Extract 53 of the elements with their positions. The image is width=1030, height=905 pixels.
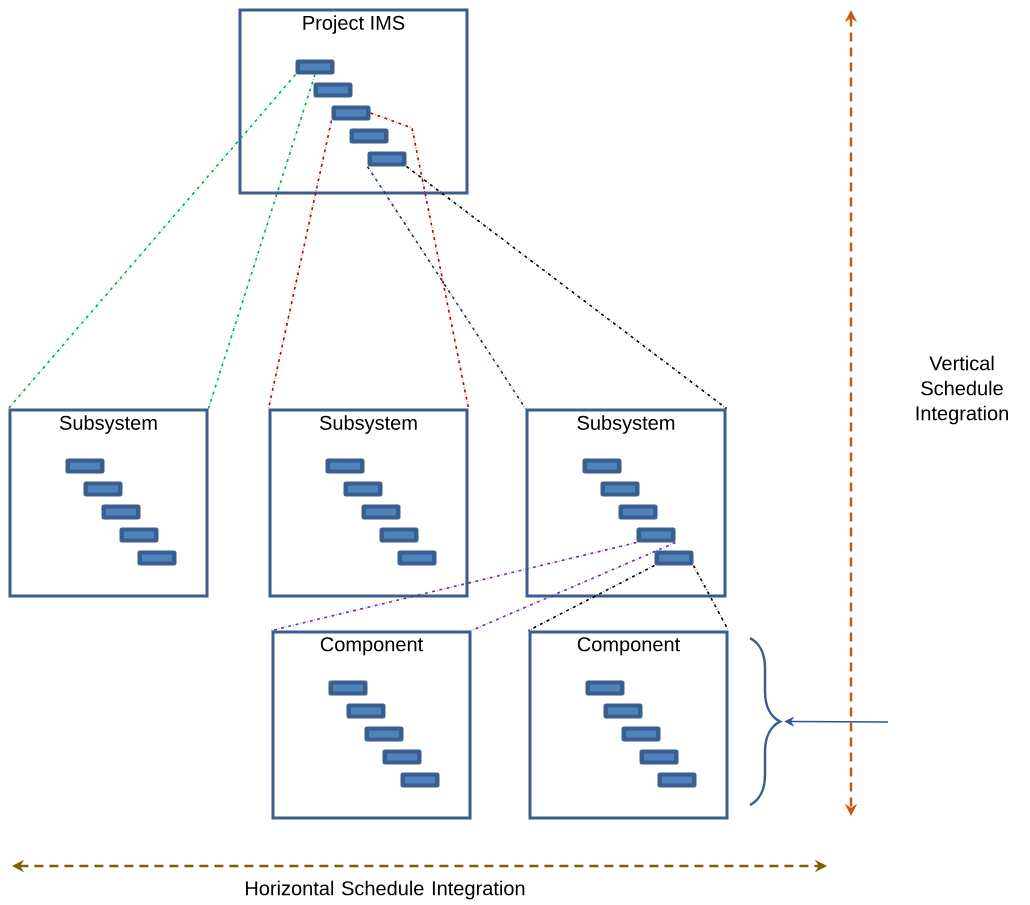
gantt-bar [331, 105, 371, 121]
gantt-bar [295, 59, 335, 75]
schedule-box [528, 630, 729, 820]
connector-line [405, 165, 728, 410]
box-title: Component [577, 637, 681, 656]
gantt-bar [618, 504, 658, 520]
schedule-box [525, 408, 727, 598]
axis-label: Horizontal Schedule Integration [246, 880, 525, 900]
connector-line [366, 165, 527, 410]
curly-brace [749, 636, 782, 807]
axis-label: Vertical Schedule Integration [916, 355, 1008, 425]
schedule-box [238, 8, 469, 195]
gantt-bar [397, 550, 437, 566]
gantt-bar [313, 82, 353, 98]
connector-line [267, 119, 333, 410]
gantt-bar [582, 458, 622, 474]
gantt-bar [101, 504, 141, 520]
box-title: Subsystem [319, 415, 417, 434]
gantt-bar [657, 772, 697, 788]
schedule-box [268, 408, 469, 598]
box-title: Subsystem [577, 415, 675, 434]
schedule-box [271, 630, 472, 820]
connector-line [7, 73, 297, 410]
gantt-bar [137, 550, 177, 566]
gantt-bar [83, 481, 123, 497]
gantt-bar [603, 703, 643, 719]
gantt-bar [585, 680, 625, 696]
box-title: Subsystem [59, 415, 157, 434]
gantt-bar [636, 527, 676, 543]
gantt-bar [600, 481, 640, 497]
gantt-bar [382, 749, 422, 765]
connector-line [527, 564, 656, 632]
gantt-bar [639, 749, 679, 765]
gantt-bar [346, 703, 386, 719]
gantt-bar [379, 527, 419, 543]
gantt-bar [349, 128, 389, 144]
gantt-bar [328, 680, 368, 696]
gantt-bar [343, 481, 383, 497]
schedule-box [8, 408, 209, 598]
gantt-bar [654, 550, 694, 566]
gantt-bar [400, 772, 440, 788]
box-title: Project IMS [303, 15, 405, 34]
box-title: Component [320, 637, 424, 656]
connector-line [470, 541, 677, 632]
connector-line [207, 73, 316, 410]
gantt-bar [119, 527, 159, 543]
gantt-bar [621, 726, 661, 742]
connector-line [369, 112, 470, 410]
gantt-bar [364, 726, 404, 742]
gantt-bar [65, 458, 105, 474]
gantt-bar [325, 458, 365, 474]
gantt-bar [361, 504, 401, 520]
gantt-bar [367, 151, 407, 167]
